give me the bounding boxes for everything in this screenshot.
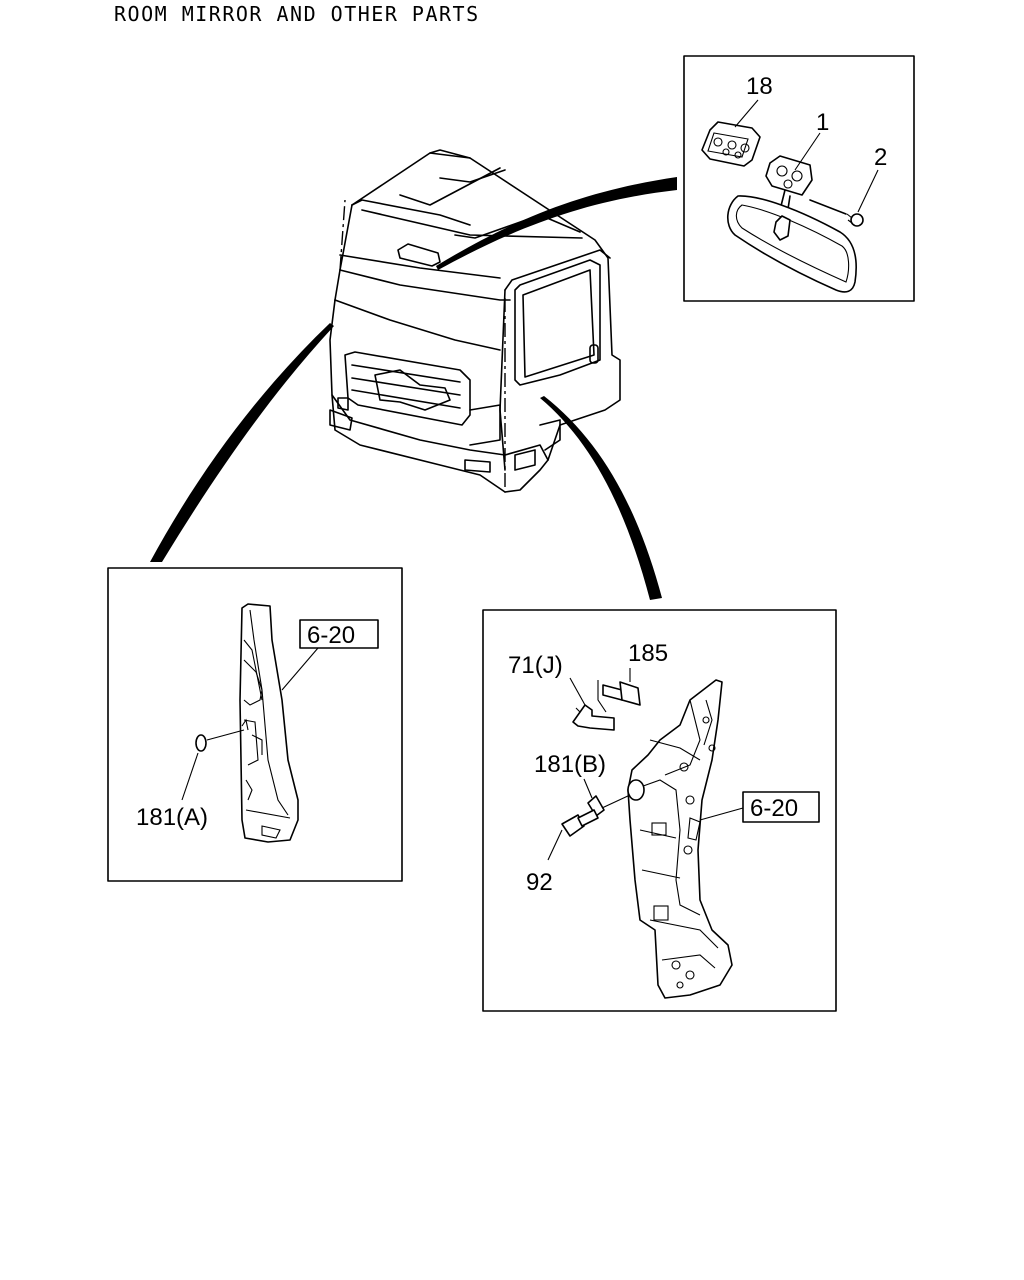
- part-2-screw-shape: [850, 213, 864, 227]
- leader-arcs: [150, 177, 677, 600]
- callout-181a: 181(A): [136, 804, 208, 831]
- right-panel-frame: [482, 609, 837, 1012]
- left-ref-label: 6-20: [307, 622, 355, 649]
- callout-92: 92: [526, 869, 553, 896]
- left-panel-frame: [107, 567, 403, 882]
- callout-2: 2: [874, 144, 887, 171]
- truck-cab-illustration: [329, 149, 621, 493]
- arc-to-right-panel: [540, 396, 662, 600]
- part-71j-bracket: [572, 704, 615, 731]
- left-pillar-panel: 6-20 181(A): [107, 567, 403, 882]
- part-181a-plug: [195, 734, 207, 752]
- right-ref-label: 6-20: [750, 795, 798, 822]
- left-pillar-shape: [239, 603, 299, 843]
- callout-181b: 181(B): [534, 751, 606, 778]
- callout-18: 18: [746, 73, 773, 100]
- arc-to-left-panel: [150, 323, 334, 562]
- arc-to-mirror-panel: [436, 177, 677, 270]
- mirror-body-shape: [727, 195, 857, 293]
- right-pillar-shape: [627, 679, 733, 999]
- mirror-detail-panel: 18 1 2: [683, 55, 915, 302]
- part-185-bolt-head: [619, 681, 641, 706]
- left-ref-box: [299, 619, 379, 649]
- diagram-title: ROOM MIRROR AND OTHER PARTS: [114, 2, 480, 26]
- callout-71j: 71(J): [508, 652, 563, 679]
- right-pillar-panel: 6-20 71(J) 185 181(B) 92: [482, 609, 837, 1012]
- callout-1: 1: [816, 109, 829, 136]
- mirror-panel-frame: [683, 55, 915, 302]
- right-ref-box: [742, 791, 820, 823]
- callout-185: 185: [628, 640, 668, 667]
- part-1-mount-shape: [765, 155, 813, 196]
